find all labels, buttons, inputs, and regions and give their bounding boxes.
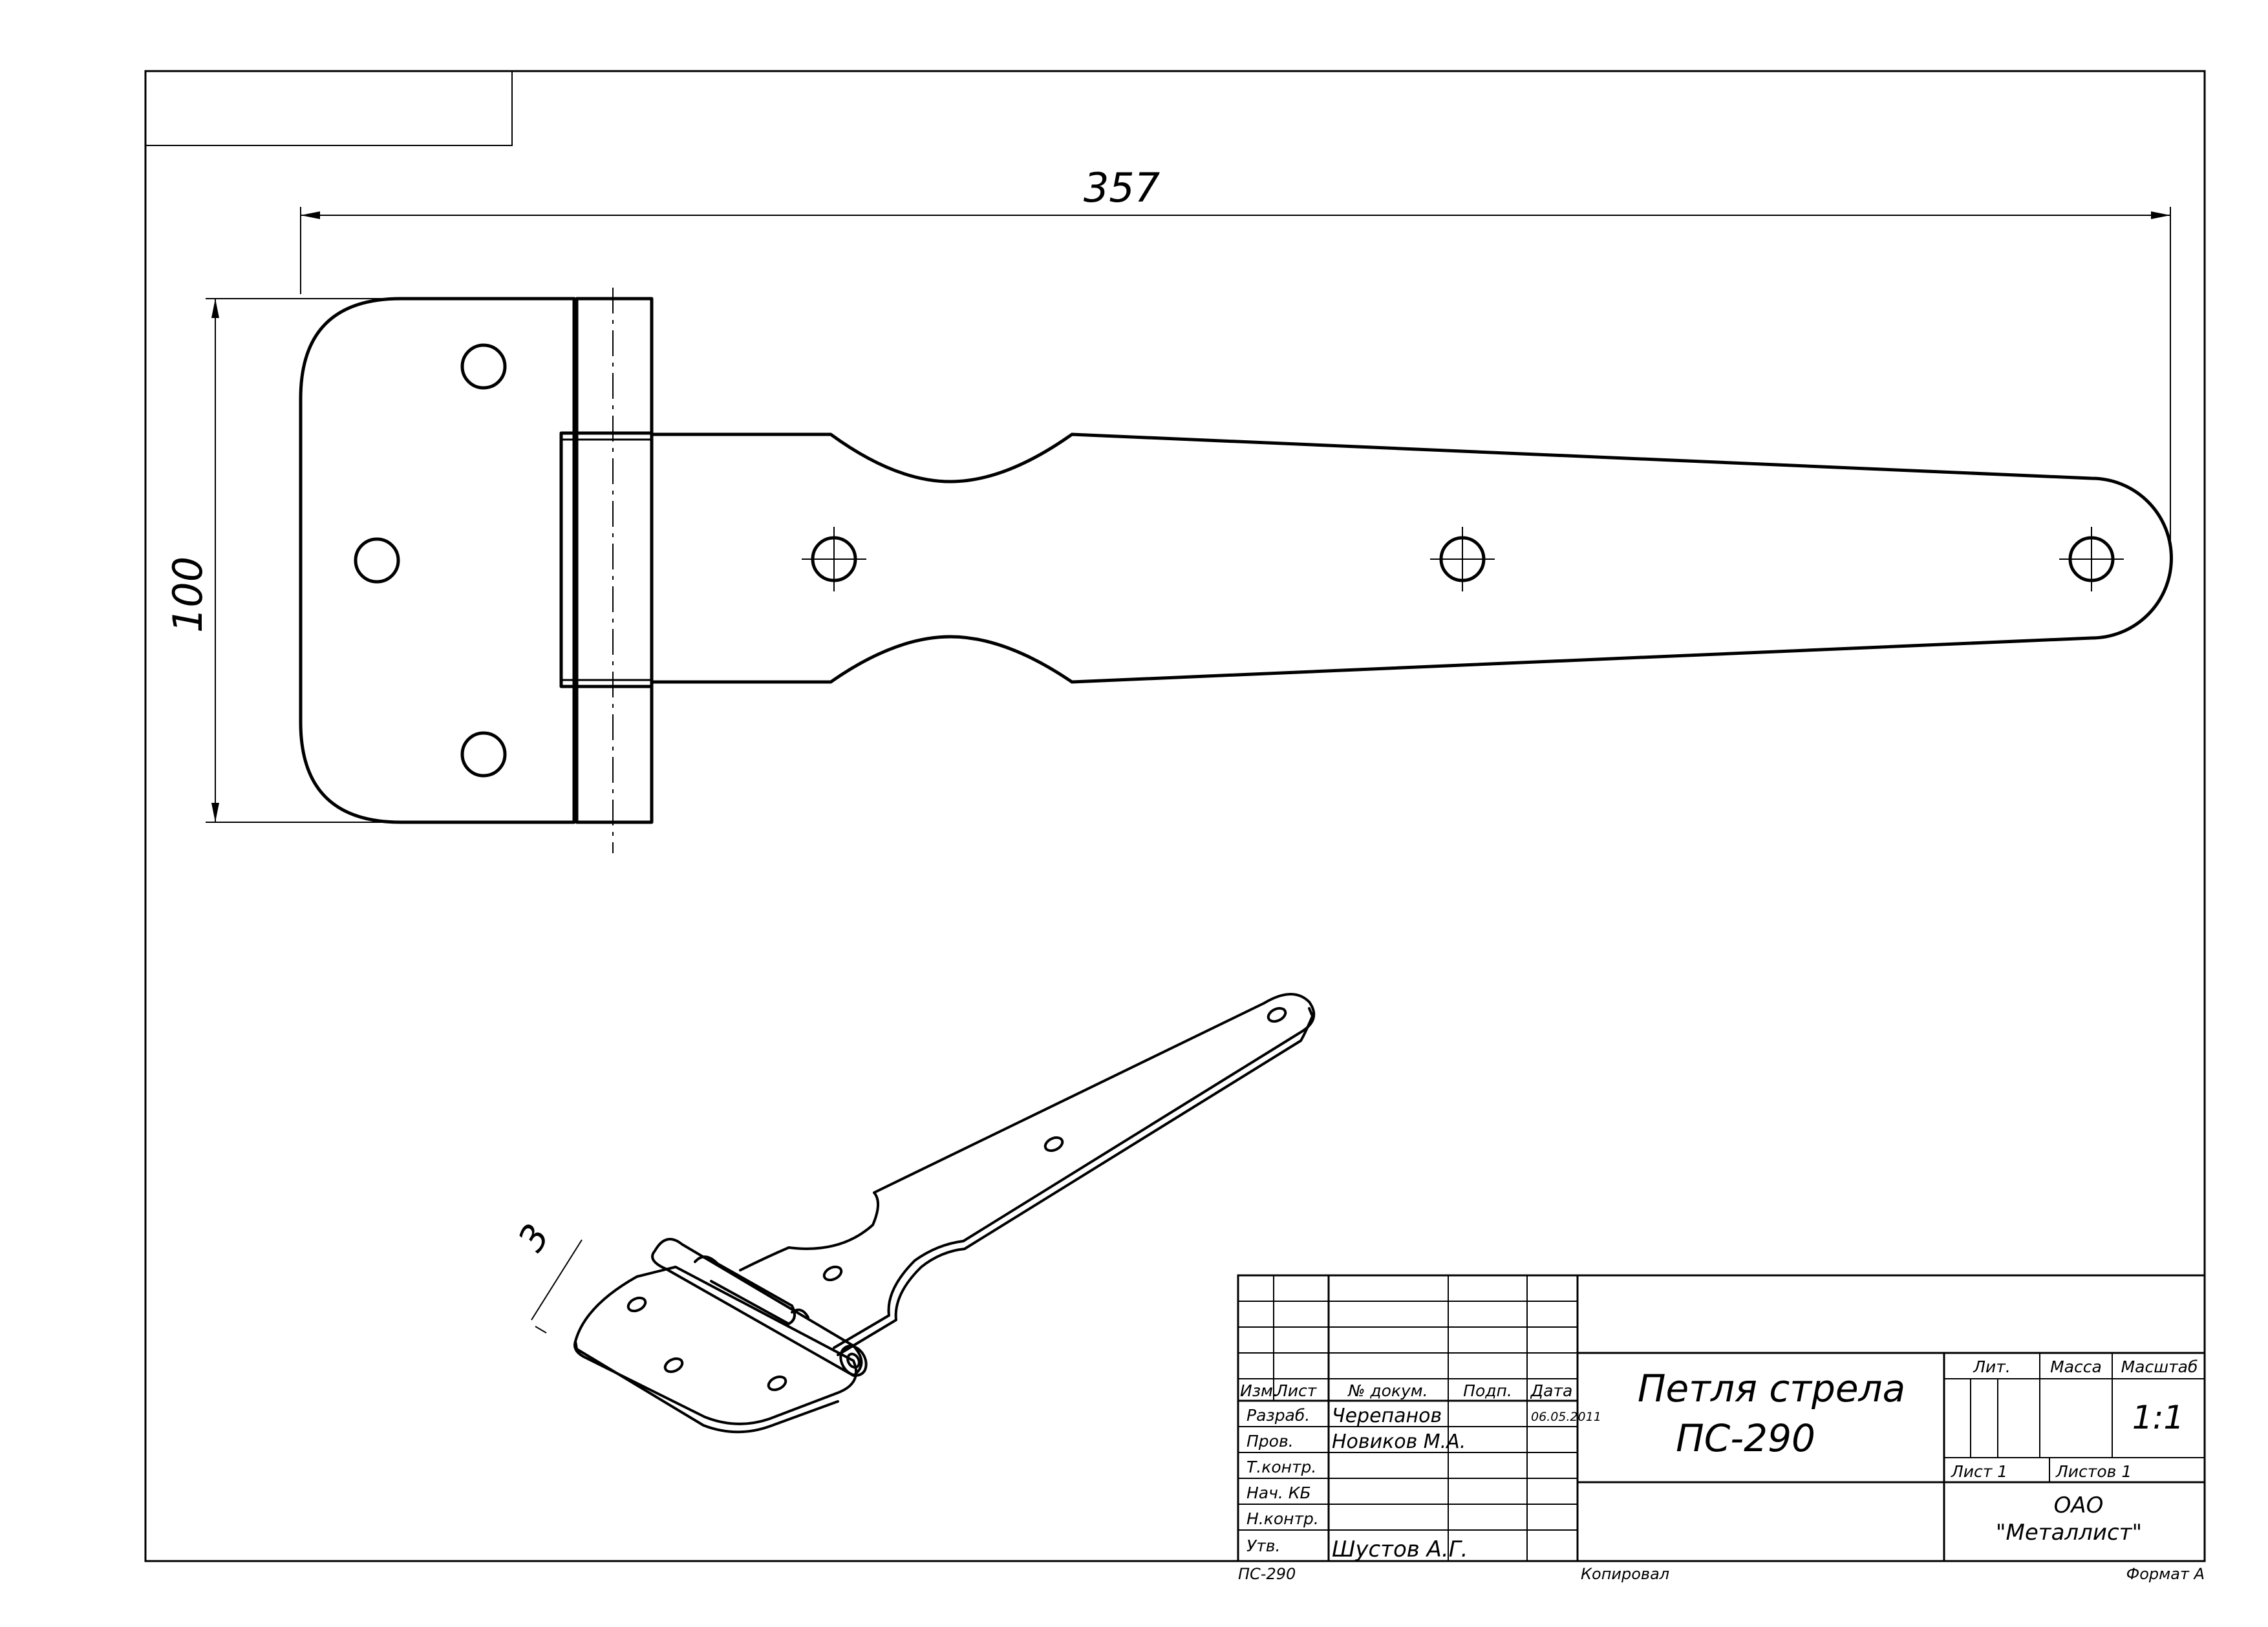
footer-doc-code: ПС-290 <box>1238 1565 1296 1583</box>
lit-label: Лит. <box>1973 1357 2011 1376</box>
title-block-text: Изм. Лист № докум. Подп. Дата Разраб. Пр… <box>1240 1357 2198 1562</box>
iso-hole <box>822 1265 843 1282</box>
name-approved: Шустов А.Г. <box>1332 1537 1468 1562</box>
plate-hole <box>460 343 507 390</box>
hinge-plate-outline <box>299 297 576 824</box>
sheets-total: Листов 1 <box>2055 1462 2132 1481</box>
header-sheet: Лист <box>1275 1381 1318 1400</box>
developer-date: 06.05.2011 <box>1531 1410 1601 1424</box>
name-checker: Новиков М.А. <box>1332 1430 1466 1453</box>
plate-hole <box>460 731 507 778</box>
iso-hole <box>767 1375 787 1392</box>
name-developer: Черепанов <box>1332 1405 1442 1427</box>
header-change: Изм. <box>1240 1381 1278 1400</box>
sheet-frame <box>144 70 2206 1562</box>
scale-label: Масштаб <box>2121 1357 2198 1376</box>
hinge-knuckle <box>575 297 654 824</box>
role-norm-control: Н.контр. <box>1246 1509 1319 1528</box>
iso-hole <box>1267 1006 1287 1023</box>
dimension-thickness-label: 3 <box>510 1217 558 1259</box>
role-tech-control: Т.контр. <box>1246 1458 1316 1476</box>
hinge-isometric-view <box>573 993 1316 1434</box>
iso-plate <box>573 1266 857 1425</box>
iso-hole <box>663 1357 684 1374</box>
dimension-length-label: 357 <box>1084 164 1160 211</box>
hinge-top-view <box>299 297 2173 824</box>
hinge-strap-outline <box>650 432 2173 684</box>
dimension-length <box>300 207 2171 556</box>
mass-label: Масса <box>2050 1357 2102 1376</box>
role-checker: Пров. <box>1246 1432 1294 1451</box>
footer-format: Формат А <box>2126 1565 2205 1583</box>
sheet-number: Лист 1 <box>1951 1462 2007 1481</box>
iso-knuckle <box>651 1238 863 1377</box>
role-approved: Утв. <box>1246 1537 1280 1555</box>
footer-copied: Копировал <box>1581 1565 1669 1583</box>
dimension-height <box>206 298 396 823</box>
role-developer: Разраб. <box>1246 1406 1310 1425</box>
iso-hole <box>1043 1136 1064 1153</box>
org-line-2: "Металлист" <box>1996 1520 2142 1546</box>
header-doc-no: № докум. <box>1347 1381 1428 1400</box>
plate-hole <box>354 537 400 584</box>
title-block <box>1237 1274 2206 1562</box>
iso-hole <box>626 1296 647 1313</box>
scale-value: 1:1 <box>2132 1399 2184 1436</box>
header-signature: Подп. <box>1463 1381 1512 1400</box>
role-head-kb: Нач. КБ <box>1246 1483 1311 1502</box>
drawing-title: Петля стрела <box>1638 1366 1905 1410</box>
drawing-code: ПС-290 <box>1676 1416 1815 1460</box>
header-date: Дата <box>1530 1381 1573 1400</box>
iso-strap <box>739 993 1316 1349</box>
center-lines <box>612 288 2124 853</box>
org-line-1: ОАО <box>2054 1493 2104 1518</box>
dimension-height-label: 100 <box>164 557 211 633</box>
dimension-thickness <box>531 1239 583 1334</box>
